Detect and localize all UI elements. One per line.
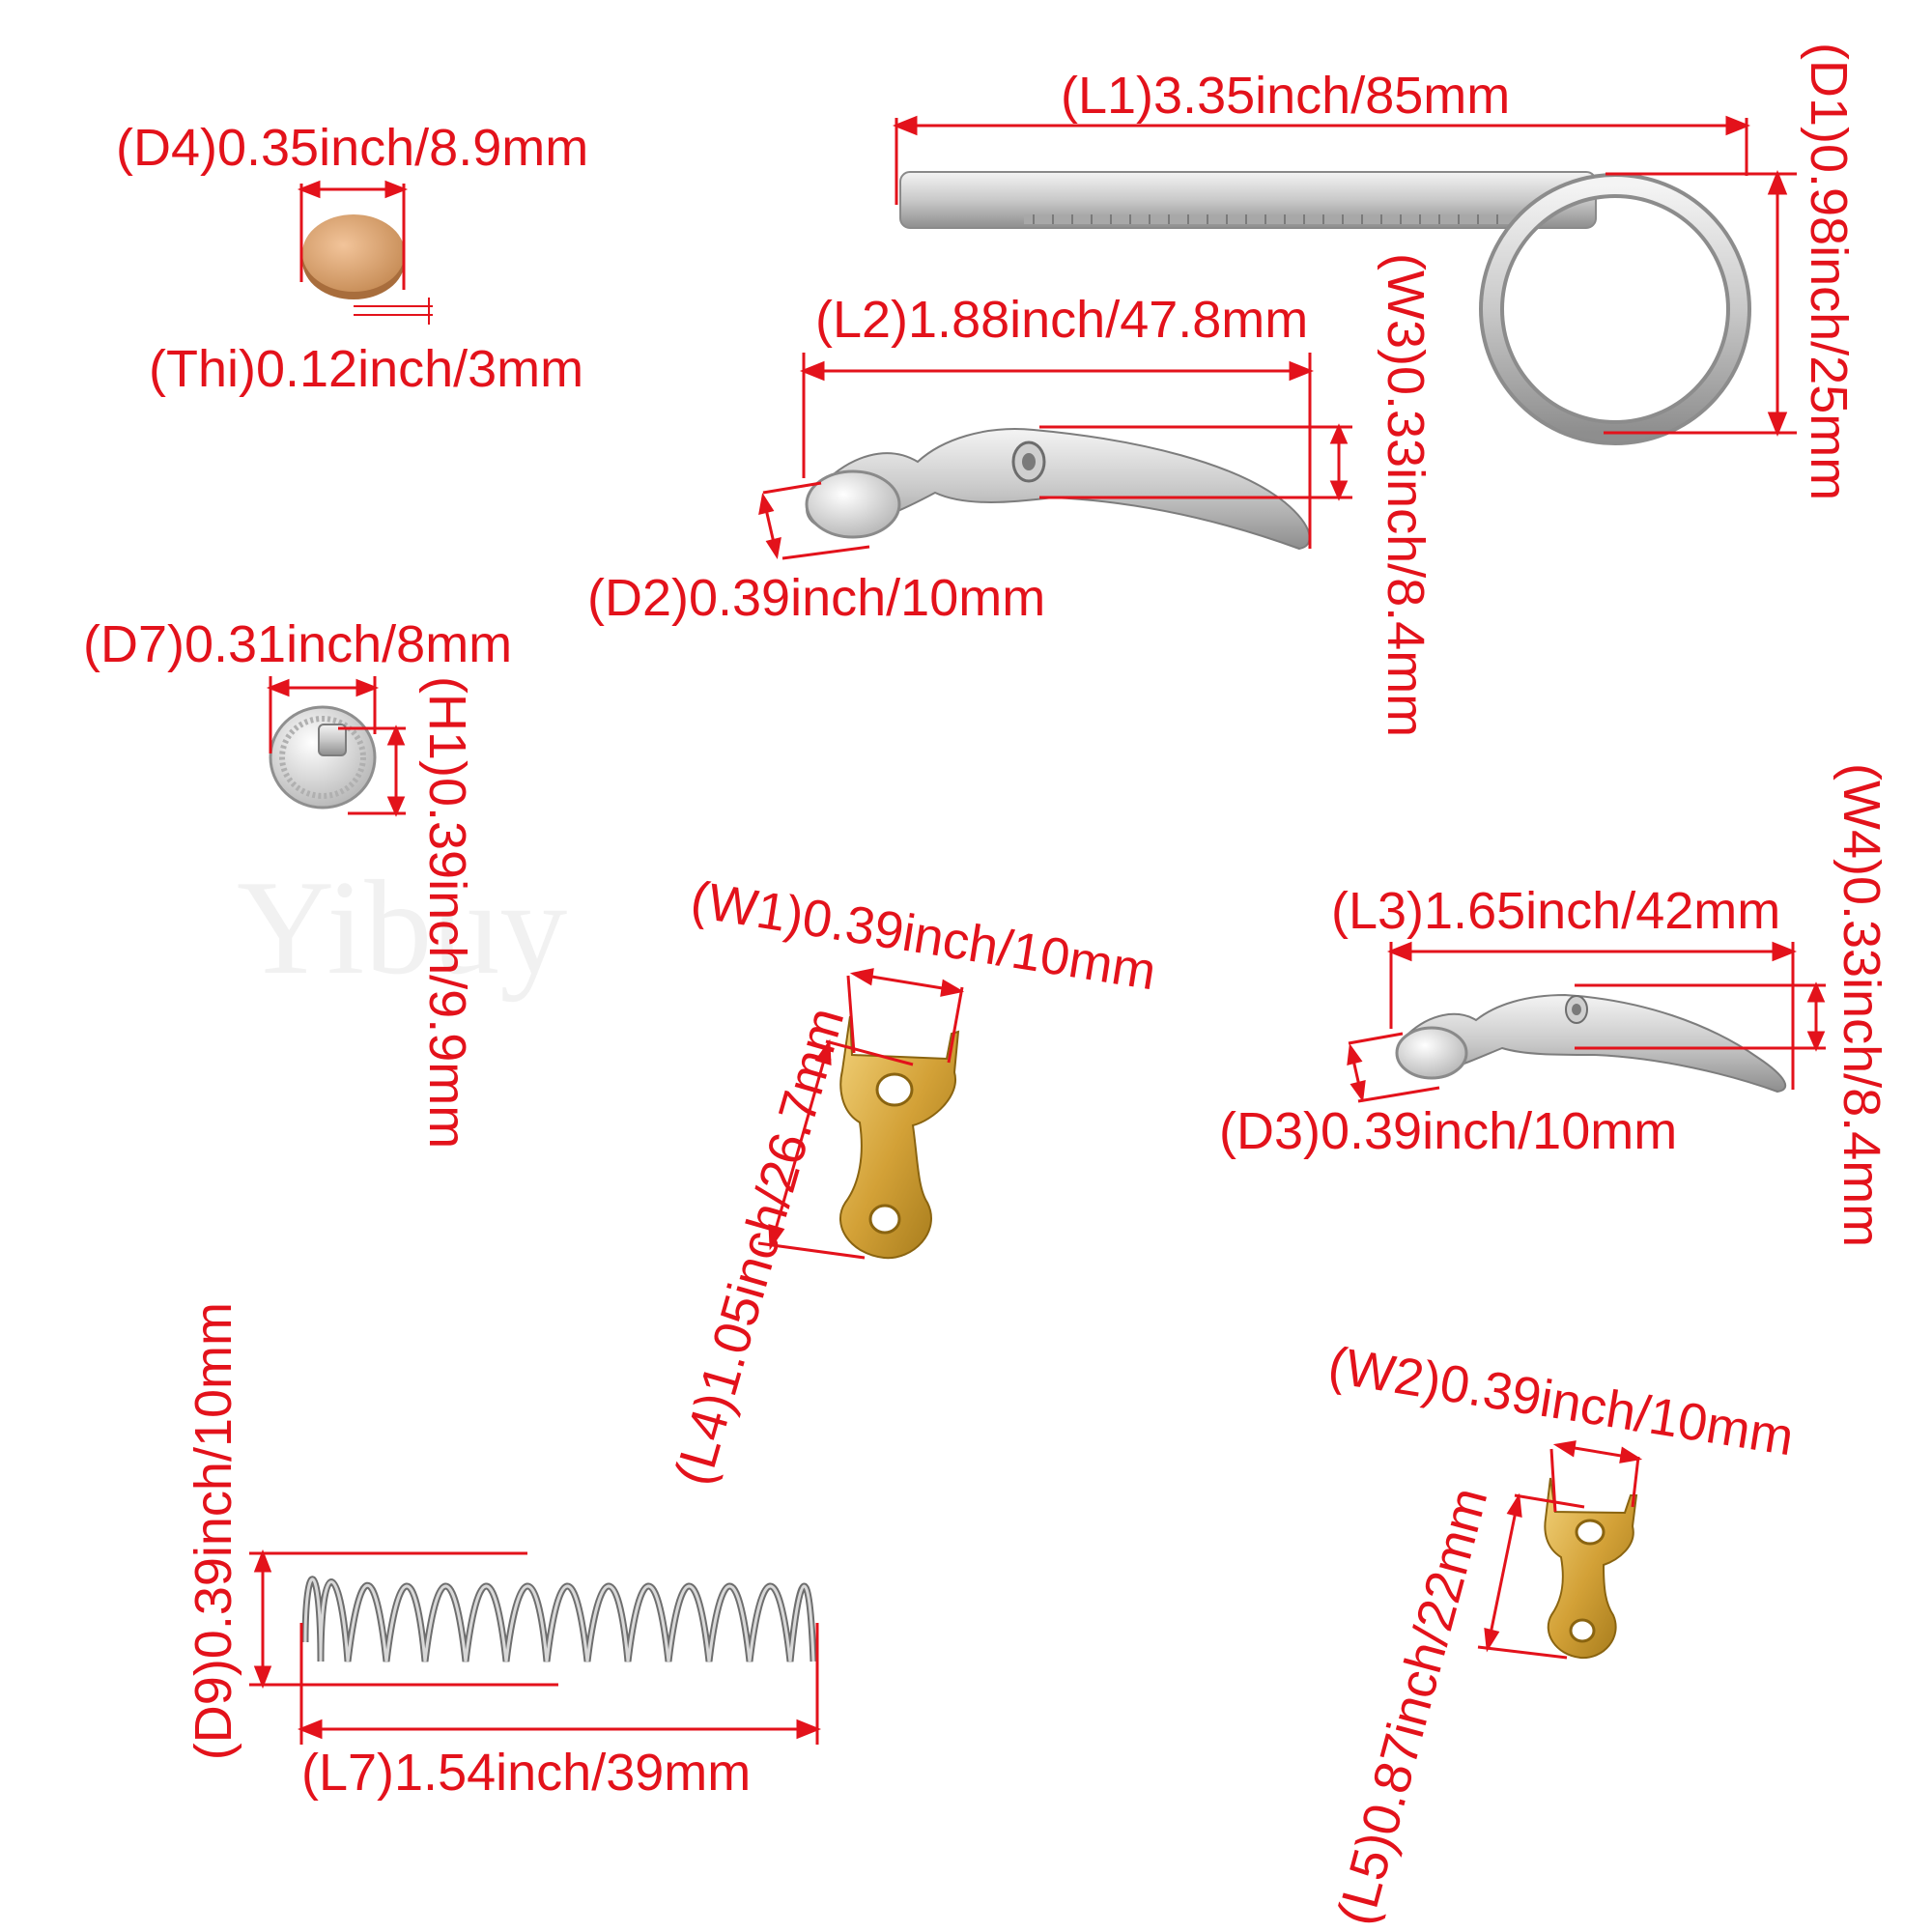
label-l1: (L1)3.35inch/85mm [1061,67,1511,125]
label-l2: (L2)1.88inch/47.8mm [815,291,1309,349]
label-thickness: (Thi)0.12inch/3mm [149,340,584,398]
label-l3: (L3)1.65inch/42mm [1331,882,1781,940]
w2-dimension-line [1549,1440,1643,1513]
d2-dimension-line [758,481,870,560]
d4-dimension-line [297,180,409,290]
w1-dimension-line [846,968,965,1064]
thickness-dimension-line [354,298,433,325]
label-d3: (D3)0.39inch/10mm [1219,1102,1678,1160]
d1-dimension-line [1604,169,1797,438]
l1-dimension-line [892,115,1751,205]
label-w3: (W3)0.33inch/8.4mm [1377,253,1435,738]
l2-dimension-line [799,353,1315,549]
label-d7: (D7)0.31inch/8mm [83,615,513,673]
copper-pad-part [302,214,405,299]
l7-dimension-line [297,1623,822,1745]
w4-dimension-line [1575,981,1826,1052]
spring-part [301,1576,817,1662]
l5-dimension-line [1477,1492,1585,1660]
label-d4: (D4)0.35inch/8.9mm [116,119,589,177]
w3-dimension-line [1039,423,1352,501]
brass-bracket-large-part [839,1015,960,1260]
d7-dimension-line [266,676,380,753]
l4-dimension-line [757,1038,914,1260]
label-h1: (H1)0.39inch/9.9mm [418,676,476,1150]
l3-dimension-line [1386,941,1798,1090]
watermark: Yibuy [237,853,568,1003]
label-d2: (D2)0.39inch/10mm [587,569,1046,627]
lever-l3-part [1395,993,1787,1094]
h1-dimension-line [338,724,406,817]
lever-l2-part [805,428,1311,551]
label-d1: (D1)0.98inch/25mm [1800,43,1858,501]
thumb-screw-part [269,705,377,810]
label-l7: (L7)1.54inch/39mm [301,1744,752,1802]
brass-bracket-small-part [1544,1477,1638,1660]
label-w4: (W4)0.33inch/8.4mm [1833,763,1890,1248]
label-d9: (D9)0.39inch/10mm [185,1302,242,1761]
d3-dimension-line [1347,1032,1440,1103]
